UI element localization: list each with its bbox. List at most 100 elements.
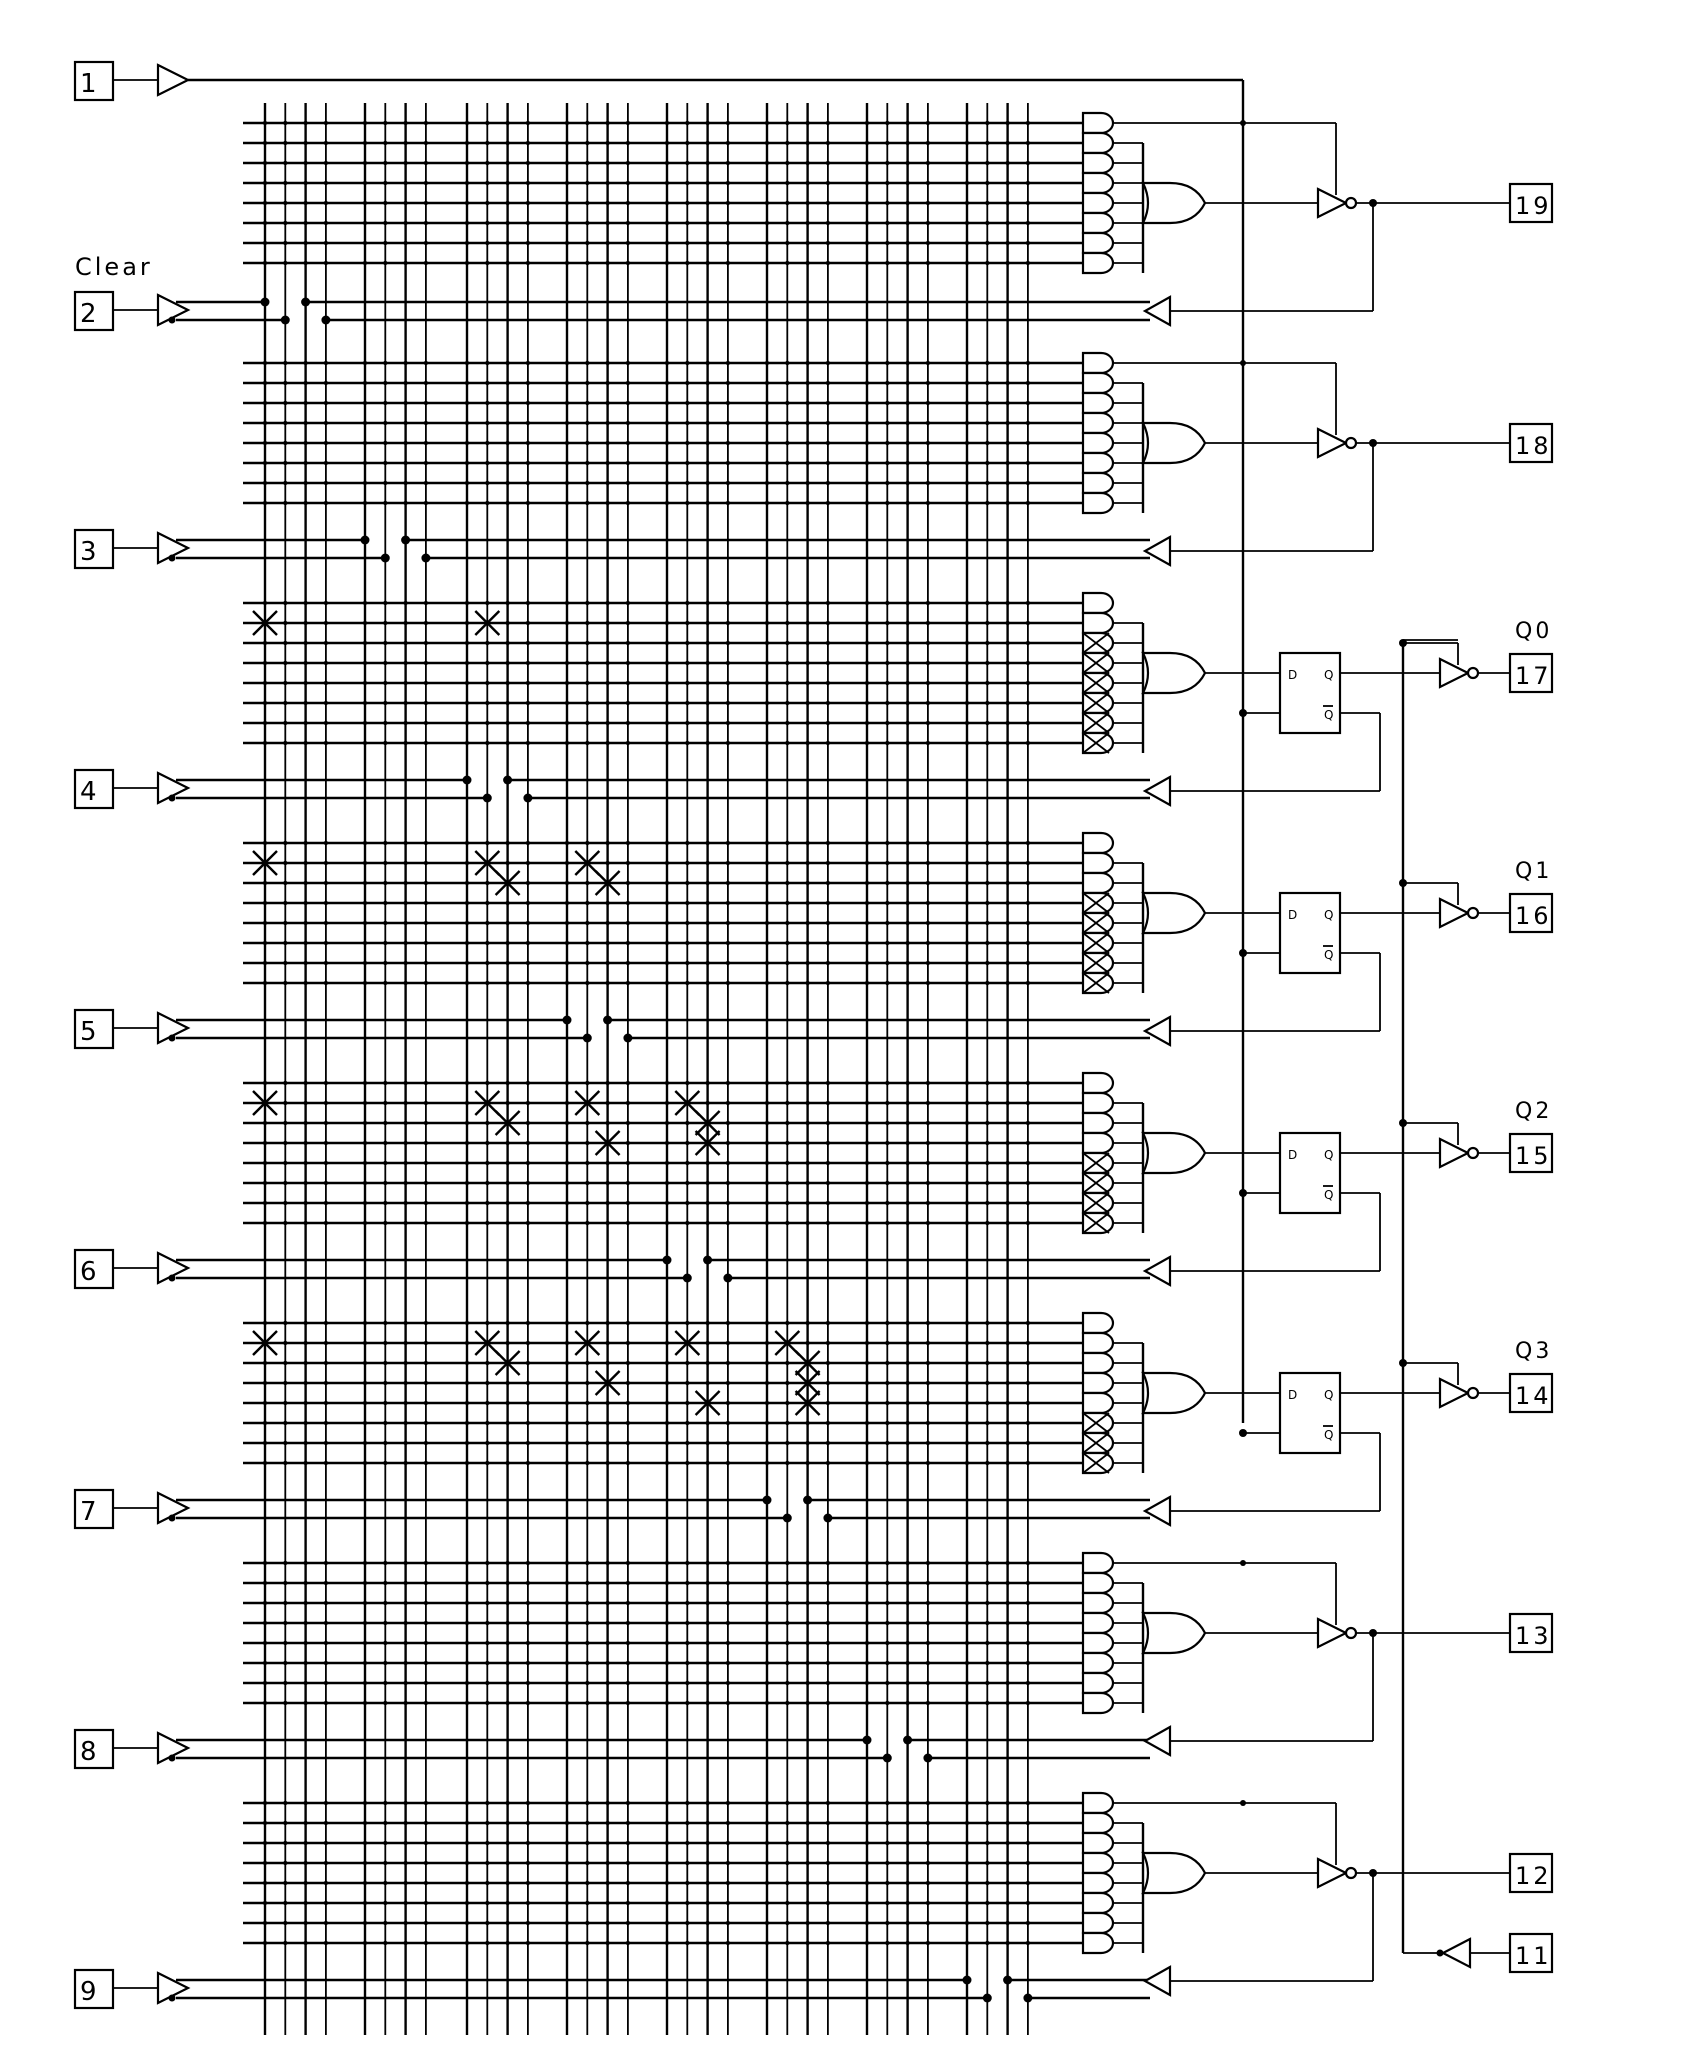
fuse-node: [362, 960, 368, 966]
fuse-node: [485, 1380, 490, 1386]
fuse-node: [605, 980, 610, 986]
fuse-node: [303, 500, 308, 506]
fuse-node: [825, 720, 831, 726]
fuse-node: [383, 360, 388, 366]
fuse-node: [262, 1700, 268, 1706]
and-gate-icon: [1081, 1091, 1115, 1115]
and-gate-disabled-mark: [1082, 932, 1110, 954]
fuse-node: [564, 900, 570, 906]
fuse-node: [362, 1860, 368, 1866]
fuse-node: [785, 1380, 790, 1386]
fuse-node: [525, 160, 531, 166]
fuse-node: [625, 740, 631, 746]
fuse-node: [403, 240, 408, 246]
fuse-node: [785, 1580, 790, 1586]
fuse-node: [725, 940, 731, 946]
fuse-node: [685, 440, 690, 446]
fuse-node: [403, 1820, 408, 1826]
fuse-node: [362, 1800, 368, 1806]
fuse-node: [985, 160, 990, 166]
fuse-node: [403, 840, 408, 846]
fuse-node: [1025, 1940, 1031, 1946]
fuse-node: [685, 1080, 690, 1086]
fuse-x-mark: [474, 850, 501, 876]
fuse-node: [464, 1700, 470, 1706]
input-section: [73, 60, 1245, 2010]
fuse-node: [485, 1140, 490, 1146]
fuse-node: [525, 1680, 531, 1686]
and-gate-icon: [1081, 391, 1115, 415]
fuse-node: [362, 680, 368, 686]
fuse-node: [905, 1860, 910, 1866]
fuse-node: [885, 920, 890, 926]
fuse-node: [323, 1600, 329, 1606]
fuse-node: [303, 1460, 308, 1466]
fuse-node: [864, 1420, 870, 1426]
fuse-node: [925, 1680, 931, 1686]
fuse-node: [525, 1860, 531, 1866]
fuse-node: [825, 480, 831, 486]
fuse-node: [564, 1860, 570, 1866]
fuse-node: [685, 140, 690, 146]
rail-junction: [582, 1033, 592, 1043]
fuse-node: [564, 400, 570, 406]
fuse-node: [925, 120, 931, 126]
output-buffer-icon: [1438, 1377, 1471, 1409]
fuse-node: [262, 1440, 268, 1446]
fuse-node: [403, 900, 408, 906]
fuse-node: [925, 160, 931, 166]
fuse-node: [585, 680, 590, 686]
inverter-bubble-icon: [1466, 1146, 1480, 1160]
output-buffer-icon: [1316, 1617, 1349, 1649]
output-pin-number: 14: [1515, 1382, 1552, 1410]
fuse-node: [585, 920, 590, 926]
fuse-node: [362, 1880, 368, 1886]
fuse-node: [585, 1820, 590, 1826]
fuse-node: [423, 680, 429, 686]
feedback-buffer-icon: [1142, 535, 1172, 567]
fuse-node: [283, 880, 288, 886]
fuse-node: [1025, 720, 1031, 726]
fuse-node: [303, 240, 308, 246]
fuse-node: [403, 460, 408, 466]
fuse-node: [805, 140, 810, 146]
fuse-node: [725, 160, 731, 166]
fuse-node: [885, 1860, 890, 1866]
fuse-node: [925, 380, 931, 386]
fuse-node: [1025, 1420, 1031, 1426]
fuse-node: [1005, 400, 1010, 406]
fuse-node: [785, 220, 790, 226]
fuse-node: [383, 180, 388, 186]
fuse-node: [625, 1080, 631, 1086]
fuse-node: [685, 200, 690, 206]
fuse-node: [423, 240, 429, 246]
fuse-node: [283, 900, 288, 906]
input-pin-box: [73, 528, 115, 570]
fuse-node: [905, 940, 910, 946]
fuse-node: [864, 940, 870, 946]
fuse-node: [605, 1120, 610, 1126]
fuse-node: [564, 1400, 570, 1406]
fuse-node: [785, 620, 790, 626]
fuse-node: [423, 980, 429, 986]
fuse-node: [785, 140, 790, 146]
fuse-node: [403, 120, 408, 126]
rail-junction: [762, 1495, 772, 1505]
fuse-node: [525, 700, 531, 706]
fuse-node: [885, 1700, 890, 1706]
and-gate-icon: [1081, 1391, 1115, 1415]
and-gate-disabled-mark: [1082, 1432, 1110, 1454]
fuse-node: [262, 1140, 268, 1146]
fuse-node: [564, 120, 570, 126]
fuse-node: [283, 1580, 288, 1586]
fuse-node: [825, 920, 831, 926]
fuse-node: [905, 1360, 910, 1366]
fuse-node: [585, 180, 590, 186]
fuse-node: [464, 400, 470, 406]
fuse-node: [403, 480, 408, 486]
rail-junction: [301, 297, 311, 307]
fuse-node: [964, 940, 970, 946]
fuse-node: [925, 180, 931, 186]
fuse-node: [362, 260, 368, 266]
fuse-node: [323, 1880, 329, 1886]
